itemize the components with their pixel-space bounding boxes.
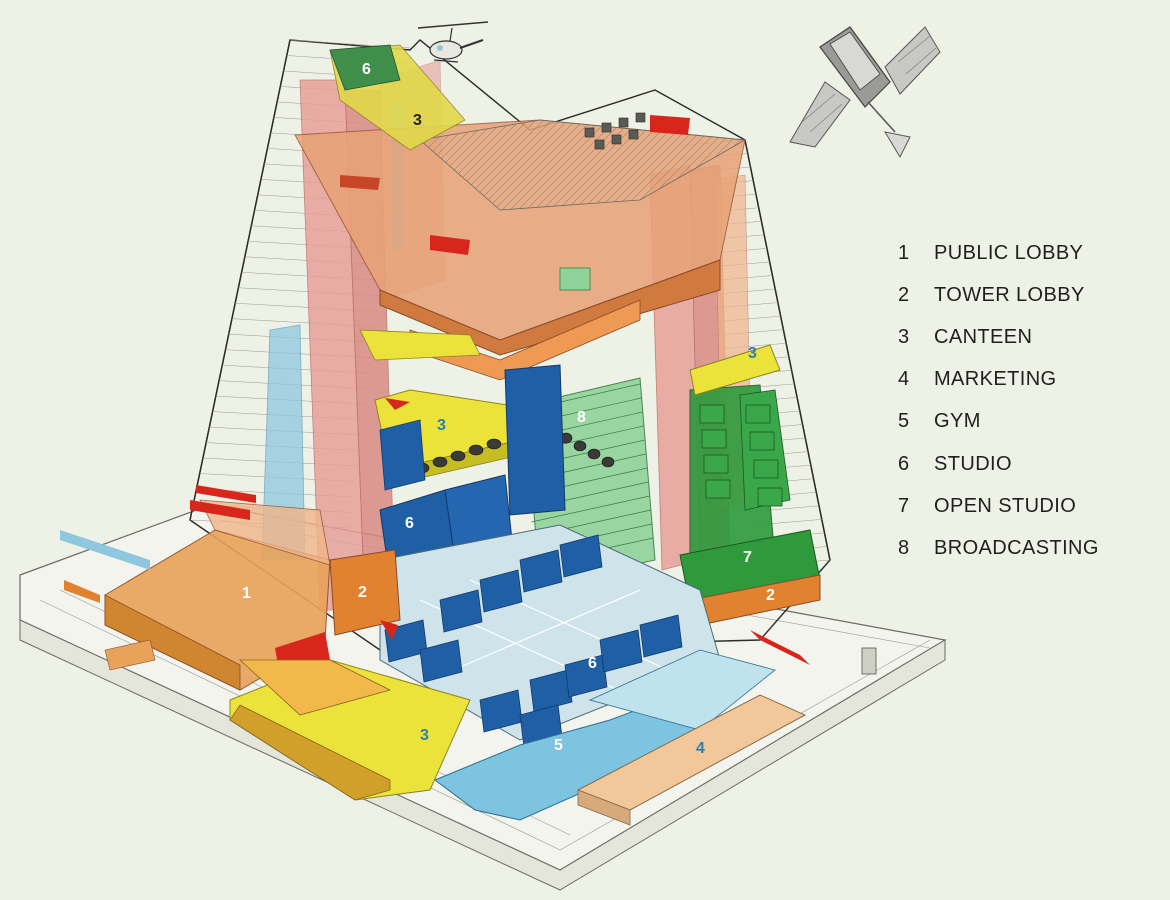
marker-marketing: 4	[696, 740, 705, 757]
room-box	[701, 429, 727, 449]
legend-item-broadcasting: 8 BROADCASTING	[898, 527, 1148, 569]
legend-item-gym: 5 GYM	[898, 401, 1148, 443]
legend-label: PUBLIC LOBBY	[934, 241, 1084, 264]
dish-unit	[573, 440, 587, 452]
legend-label: MARKETING	[934, 368, 1057, 391]
legend-item-marketing: 4 MARKETING	[898, 359, 1148, 401]
legend-number: 6	[898, 452, 910, 475]
zone-markers: 1 2 2 3 3 3 3 4 5 6 6 6 7 8	[242, 61, 775, 757]
kiosk-block	[861, 647, 877, 675]
marker-canteen-right: 3	[748, 345, 757, 362]
marker-canteen-mid: 3	[437, 417, 446, 434]
legend: 1 PUBLIC LOBBY 2 TOWER LOBBY 3 CANTEEN 4 MAR…	[898, 232, 1148, 570]
seat-unit	[486, 438, 502, 450]
roof-unit	[628, 129, 639, 140]
seat-unit	[450, 450, 466, 462]
marker-studio-top: 6	[362, 61, 371, 78]
legend-label: CANTEEN	[934, 325, 1033, 348]
studio-box	[639, 614, 683, 658]
open-studio-boxes	[699, 404, 783, 507]
roof-dishes	[584, 112, 646, 150]
legend-item-canteen: 3 CANTEEN	[898, 316, 1148, 358]
legend-number: 1	[898, 241, 910, 264]
legend-item-public-lobby: 1 PUBLIC LOBBY	[898, 232, 1148, 274]
roof-unit	[611, 134, 622, 145]
roof-unit	[618, 117, 629, 128]
satellite-icon	[789, 26, 941, 159]
roof-unit	[594, 139, 605, 150]
legend-number: 7	[898, 494, 910, 517]
marketing	[576, 694, 807, 826]
overhang-bridge	[294, 44, 747, 381]
dish-unit	[587, 448, 601, 460]
room-box	[749, 431, 775, 451]
seat-unit	[432, 456, 448, 468]
studio-box	[479, 569, 523, 613]
marker-broadcasting: 8	[577, 409, 586, 426]
room-box	[757, 487, 783, 507]
studio-box	[559, 534, 603, 578]
marker-gym: 5	[554, 737, 563, 754]
open-studio-stack	[679, 344, 821, 626]
studio-box	[564, 654, 608, 698]
legend-number: 3	[898, 325, 910, 348]
room-box	[753, 459, 779, 479]
roof-unit	[584, 127, 595, 138]
entrance-arrows	[60, 485, 810, 665]
room-box	[699, 404, 725, 424]
legend-number: 5	[898, 410, 910, 433]
studio-box	[439, 589, 483, 633]
marker-public-lobby: 1	[242, 585, 251, 602]
studio-box	[419, 639, 463, 683]
legend-number: 4	[898, 368, 910, 391]
studio-boxes	[384, 534, 683, 748]
marker-studio-low: 6	[588, 655, 597, 672]
legend-item-tower-lobby: 2 TOWER LOBBY	[898, 274, 1148, 316]
room-box	[705, 479, 731, 499]
legend-label: OPEN STUDIO	[934, 494, 1077, 517]
marker-canteen-lower: 3	[420, 727, 429, 744]
tower-lobby-left	[329, 549, 401, 636]
legend-label: BROADCASTING	[934, 536, 1099, 559]
marker-tower-lobby-right: 2	[766, 587, 775, 604]
roof-unit	[635, 112, 646, 123]
canteen-lower	[229, 659, 471, 801]
marker-canteen-top: 3	[413, 112, 422, 129]
legend-item-studio: 6 STUDIO	[898, 443, 1148, 485]
room-box	[745, 404, 771, 424]
gym	[433, 649, 776, 821]
public-lobby	[104, 499, 331, 691]
studio-box	[519, 549, 563, 593]
seat-unit	[468, 444, 484, 456]
marker-open-studio: 7	[743, 549, 752, 566]
dish-unit	[601, 456, 615, 468]
studio-box	[599, 629, 643, 673]
legend-number: 8	[898, 536, 910, 559]
roof-unit	[601, 122, 612, 133]
legend-label: TOWER LOBBY	[934, 283, 1085, 306]
studio-box	[529, 669, 573, 713]
room-box	[703, 454, 729, 474]
shelf-line	[531, 495, 650, 523]
helicopter-icon	[417, 21, 489, 63]
legend-label: STUDIO	[934, 452, 1012, 475]
legend-number: 2	[898, 283, 910, 306]
legend-label: GYM	[934, 410, 981, 433]
marker-tower-lobby-left: 2	[358, 584, 367, 601]
legend-item-open-studio: 7 OPEN STUDIO	[898, 485, 1148, 527]
marker-studio-mid: 6	[405, 515, 414, 532]
